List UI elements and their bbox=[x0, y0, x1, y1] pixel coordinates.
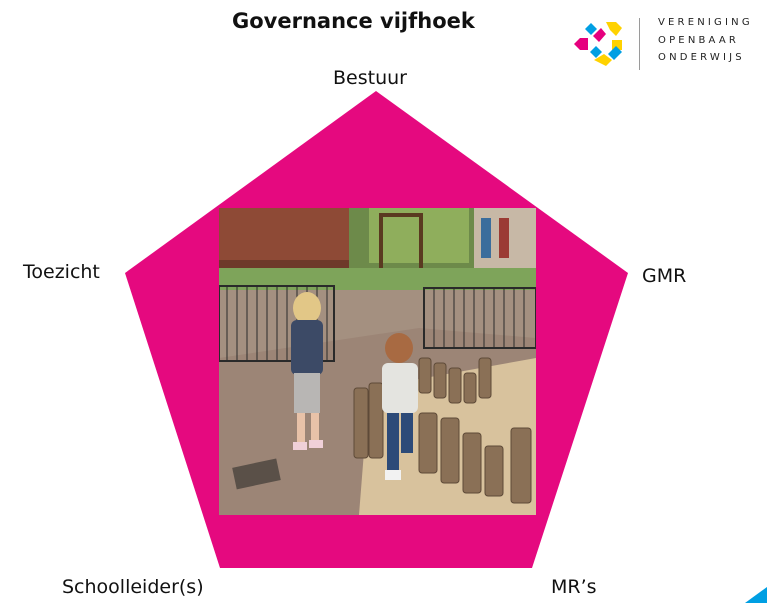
page-title: Governance vijfhoek bbox=[232, 9, 475, 33]
vertex-label-bottom-left: Schoolleider(s) bbox=[62, 576, 204, 598]
logo-divider bbox=[639, 18, 640, 70]
logo-line-2: OPENBAAR bbox=[658, 34, 740, 46]
schoolyard-photo bbox=[219, 208, 536, 515]
vertex-label-top: Bestuur bbox=[333, 67, 407, 89]
corner-accent-shape bbox=[745, 587, 767, 603]
vereniging-openbaar-onderwijs-logo: VERENIGING OPENBAAR ONDERWIJS bbox=[572, 14, 767, 72]
vertex-label-bottom-right: MR’s bbox=[551, 576, 597, 598]
logo-line-1: VERENIGING bbox=[658, 17, 753, 28]
logo-wordmark: VERENIGING OPENBAAR ONDERWIJS bbox=[658, 14, 753, 67]
vertex-label-right: GMR bbox=[642, 265, 687, 287]
logo-mark-icon bbox=[574, 22, 622, 66]
logo-line-3: ONDERWIJS bbox=[658, 52, 745, 63]
vertex-label-left: Toezicht bbox=[23, 261, 100, 283]
